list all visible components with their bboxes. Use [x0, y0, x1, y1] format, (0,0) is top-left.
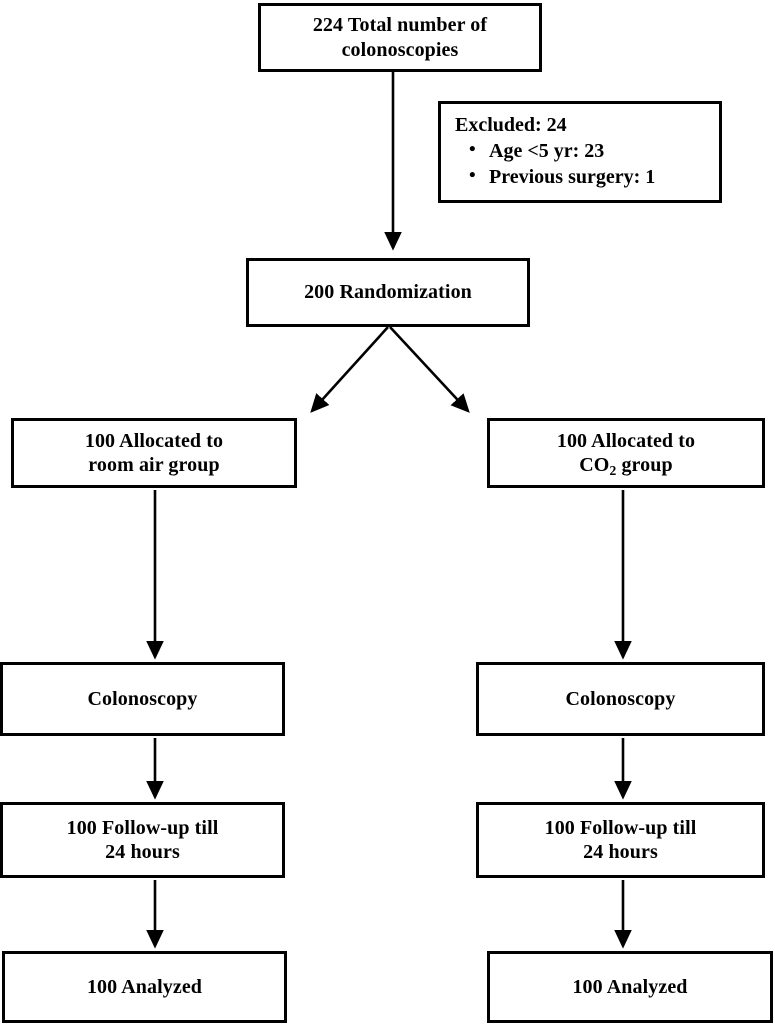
- alloc-right-line1: 100 Allocated to: [556, 429, 696, 452]
- analyzed-left-label: 100 Analyzed: [86, 975, 203, 998]
- followup-left-line2: 24 hours: [105, 841, 180, 863]
- node-analyzed-right: 100 Analyzed: [487, 951, 773, 1023]
- node-allocated-co2: 100 Allocated to CO2 group: [487, 418, 765, 488]
- alloc-left-line1: 100 Allocated to: [84, 429, 224, 452]
- colonoscopy-right-label: Colonoscopy: [565, 687, 676, 710]
- node-followup-left: 100 Follow-up till 24 hours: [0, 802, 285, 878]
- node-followup-right: 100 Follow-up till 24 hours: [476, 802, 765, 878]
- node-allocated-room-air: 100 Allocated to room air group: [11, 418, 297, 488]
- excluded-reason-item: Age <5 yr: 23: [469, 138, 709, 165]
- node-analyzed-left: 100 Analyzed: [2, 951, 287, 1023]
- alloc-right-formula-pre: CO: [579, 454, 610, 476]
- alloc-right-formula-post: group: [616, 454, 673, 476]
- analyzed-right-label: 100 Analyzed: [572, 975, 688, 998]
- node-randomization: 200 Randomization: [246, 258, 530, 327]
- alloc-left-line2: room air group: [88, 454, 220, 476]
- followup-right-line1: 100 Follow-up till: [544, 816, 697, 839]
- alloc-right-formula-sub: 2: [609, 462, 617, 478]
- node-colonoscopy-left: Colonoscopy: [0, 662, 285, 736]
- node-excluded: Excluded: 24 Age <5 yr: 23 Previous surg…: [438, 101, 722, 203]
- excluded-title: Excluded: 24: [455, 114, 567, 136]
- node-total-colonoscopies: 224 Total number of colonoscopies: [258, 3, 542, 72]
- colonoscopy-left-label: Colonoscopy: [87, 687, 198, 710]
- node-randomization-label: 200 Randomization: [304, 281, 472, 304]
- followup-left-line1: 100 Follow-up till: [66, 816, 219, 839]
- excluded-reason-item: Previous surgery: 1: [469, 164, 709, 191]
- node-total-line2: colonoscopies: [341, 38, 459, 61]
- excluded-reason-list: Age <5 yr: 23 Previous surgery: 1: [455, 138, 709, 191]
- connector-randomization-to-alloc-right: [389, 326, 470, 413]
- connector-randomization-to-alloc-left: [310, 326, 389, 413]
- followup-right-line2: 24 hours: [583, 841, 658, 863]
- alloc-right-line2: CO2 group: [579, 454, 673, 478]
- node-colonoscopy-right: Colonoscopy: [476, 662, 765, 736]
- node-total-line1: 224 Total number of: [312, 14, 488, 37]
